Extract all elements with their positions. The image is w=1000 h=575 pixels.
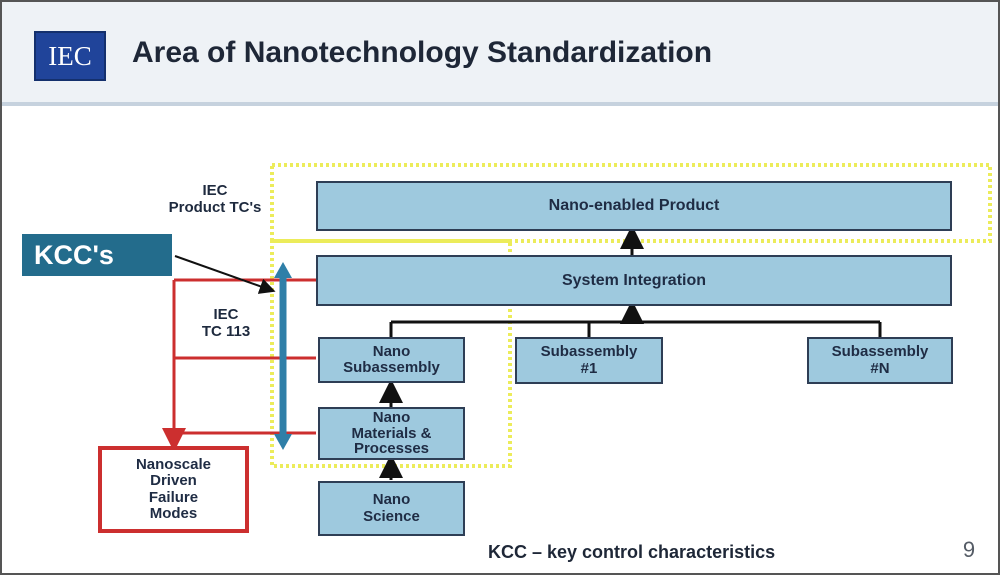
subassembly-1-label: Subassembly #1 bbox=[540, 343, 638, 377]
nano-science-label: Nano Science bbox=[363, 491, 420, 525]
kcc-badge-text: KCC's bbox=[34, 239, 114, 270]
nano-enabled-product-label: Nano-enabled Product bbox=[548, 197, 720, 215]
nano-subassembly-label: Nano Subassembly bbox=[343, 342, 440, 376]
kcc-badge: KCC's bbox=[22, 234, 172, 276]
tc113-label: IEC TC 113 bbox=[201, 306, 251, 341]
header-band bbox=[0, 0, 1000, 104]
footer-note: KCC – key control characteristics bbox=[488, 542, 776, 562]
header-divider bbox=[0, 102, 1000, 106]
nano-materials-label: Nano Materials & Processes bbox=[351, 408, 432, 458]
subassembly-n-box: Subassembly #N bbox=[807, 337, 953, 384]
subassembly-1-box: Subassembly #1 bbox=[515, 337, 663, 384]
page-number: 9 bbox=[962, 537, 976, 562]
failure-modes-box: Nanoscale Driven Failure Modes bbox=[98, 446, 249, 533]
subassembly-n-label: Subassembly #N bbox=[831, 343, 929, 377]
failure-modes-label: Nanoscale Driven Failure Modes bbox=[135, 455, 212, 522]
page-title: Area of Nanotechnology Standardization bbox=[132, 36, 713, 69]
product-tc-label: IEC Product TC's bbox=[168, 182, 262, 217]
kcc-range-arrow-bottom bbox=[274, 434, 292, 450]
nano-materials-box: Nano Materials & Processes bbox=[318, 407, 465, 460]
system-integration-label: System Integration bbox=[561, 271, 707, 289]
nano-subassembly-box: Nano Subassembly bbox=[318, 337, 465, 383]
nano-enabled-product-box: Nano-enabled Product bbox=[316, 181, 952, 231]
kcc-range-arrow-top bbox=[274, 262, 292, 278]
system-integration-box: System Integration bbox=[316, 255, 952, 306]
iec-logo-text: IEC bbox=[48, 40, 92, 71]
iec-logo: IEC bbox=[34, 31, 106, 81]
kcc-pointer-arrow bbox=[174, 255, 276, 294]
nano-science-box: Nano Science bbox=[318, 481, 465, 536]
